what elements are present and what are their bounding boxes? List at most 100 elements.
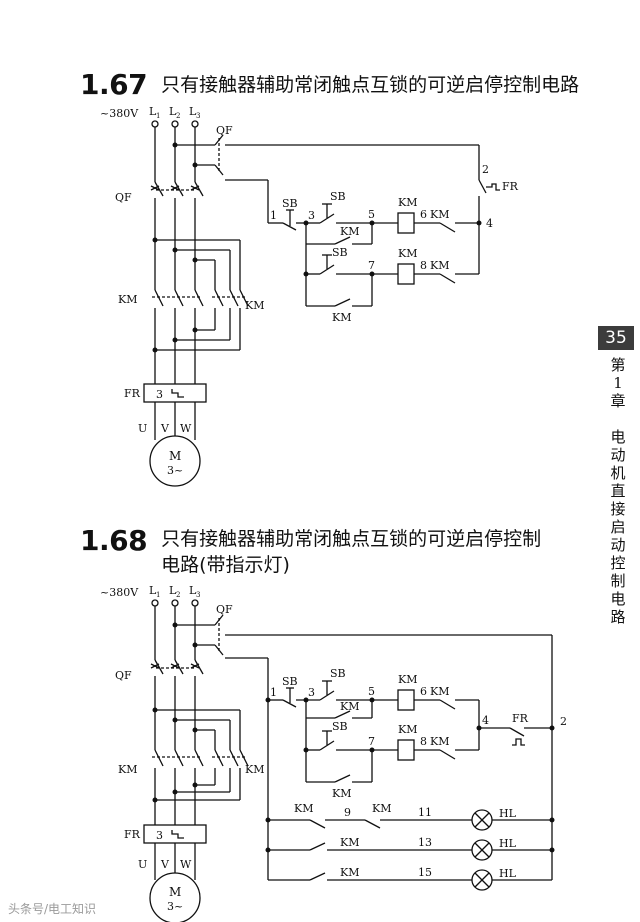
v-terminal-label: V: [160, 858, 170, 871]
node-8: 8: [420, 259, 427, 272]
line-l3-label: L: [189, 105, 197, 118]
section-title: 只有接触器辅助常闭触点互锁的可逆启停控制电路: [161, 74, 580, 96]
node-3: 3: [308, 209, 315, 222]
node-2: 2: [482, 163, 489, 176]
diagram-1-67: [143, 120, 500, 487]
control-circuit: [175, 134, 500, 307]
section-heading-1-68: 1.68 只有接触器辅助常闭触点互锁的可逆启停控制 电路(带指示灯): [80, 526, 541, 578]
lamp-rung3-km2-label: KM: [340, 866, 359, 879]
u-terminal-label: U: [138, 858, 147, 871]
node-2: 2: [560, 715, 567, 728]
node-6: 6: [420, 685, 427, 698]
sb1-label: SB: [282, 675, 298, 688]
supply-label: ~380V: [100, 586, 139, 599]
chapter-title: 电动机直接启动控制电路: [610, 428, 626, 626]
interlock-km1-label: KM: [430, 259, 449, 272]
node-4: 4: [486, 217, 493, 230]
node-11: 11: [418, 806, 432, 819]
section-heading-1-67: 1.67 只有接触器辅助常闭触点互锁的可逆启停控制电路: [80, 70, 579, 100]
sub: 2: [176, 591, 180, 599]
holding-km1-label: KM: [340, 225, 359, 238]
node-5: 5: [368, 685, 375, 698]
motor-label: M: [169, 449, 181, 463]
km1-main-label: KM: [118, 763, 137, 776]
node-7: 7: [368, 259, 375, 272]
labels-diagram-2: ~380V L L L 1 2 3 QF QF KM KM FR 3 U V W…: [100, 584, 567, 913]
line-l2-label: L: [169, 105, 177, 118]
sb1-label: SB: [282, 197, 298, 210]
motor-sub-label: 3~: [167, 464, 183, 477]
sb2-label: SB: [330, 667, 346, 680]
sb2-label: SB: [330, 190, 346, 203]
sb3-label: SB: [332, 720, 348, 733]
node-7: 7: [368, 735, 375, 748]
fr-label: FR: [124, 828, 141, 841]
lamp-rung-km2-label: KM: [372, 802, 391, 815]
lamp-hl1-label: HL: [499, 807, 517, 820]
qf1-label: QF: [115, 191, 132, 204]
sub: 1: [156, 112, 160, 120]
w-terminal-label: W: [180, 858, 192, 871]
sub: 3: [196, 591, 200, 599]
main-power-lines: [143, 599, 249, 922]
chapter-sidebar: 第1章 电动机直接启动控制电路: [608, 356, 628, 626]
junction-dots: [152, 622, 555, 853]
junction-dots: [152, 142, 482, 353]
holding-km2-label: KM: [332, 311, 351, 324]
node-15: 15: [418, 866, 432, 879]
km2-main-label: KM: [245, 299, 264, 312]
node-1: 1: [270, 686, 277, 699]
node-6: 6: [420, 208, 427, 221]
node-8: 8: [420, 735, 427, 748]
fr-poles-label: 3: [156, 388, 163, 401]
interlock-km2-label: KM: [430, 208, 449, 221]
node-3: 3: [308, 686, 315, 699]
coil-km1-label: KM: [398, 673, 417, 686]
fr-poles-label: 3: [156, 829, 163, 842]
coil-km1-label: KM: [398, 196, 417, 209]
node-9: 9: [344, 806, 351, 819]
section-title-line2: 电路(带指示灯): [161, 554, 290, 576]
motor-sub-label: 3~: [167, 900, 183, 913]
node-13: 13: [418, 836, 432, 849]
supply-label: ~380V: [100, 107, 139, 120]
qf2-label: QF: [216, 124, 233, 137]
w-terminal-label: W: [180, 422, 192, 435]
sub: 1: [156, 591, 160, 599]
interlock-km1-label: KM: [430, 735, 449, 748]
lamp-rung2-km1-label: KM: [340, 836, 359, 849]
coil-km2-label: KM: [398, 723, 417, 736]
node-1: 1: [270, 209, 277, 222]
holding-km1-label: KM: [340, 700, 359, 713]
watermark: 头条号/电工知识: [8, 902, 97, 916]
qf1-label: QF: [115, 669, 132, 682]
line-l3-label: L: [189, 584, 197, 597]
line-l2-label: L: [169, 584, 177, 597]
diagram-1-68: [143, 599, 555, 922]
qf2-label: QF: [216, 603, 233, 616]
sub: 2: [176, 112, 180, 120]
node-5: 5: [368, 208, 375, 221]
sb3-label: SB: [332, 246, 348, 259]
sub: 3: [196, 112, 200, 120]
fr-label: FR: [124, 387, 141, 400]
section-number: 1.68: [80, 524, 148, 557]
node-4: 4: [482, 714, 489, 727]
control-circuit: [175, 614, 553, 891]
lamp-rung-km1-label: KM: [294, 802, 313, 815]
chapter-label: 第1章: [610, 356, 626, 410]
interlock-km2-label: KM: [430, 685, 449, 698]
lamp-hl2-label: HL: [499, 837, 517, 850]
km1-main-label: KM: [118, 293, 137, 306]
u-terminal-label: U: [138, 422, 147, 435]
km2-main-label: KM: [245, 763, 264, 776]
lamp-hl3-label: HL: [499, 867, 517, 880]
motor-label: M: [169, 885, 181, 899]
labels-diagram-1: ~380V L L L 1 2 3 QF QF KM KM FR 3 U V W…: [100, 105, 519, 477]
page-number-tab: 35: [598, 326, 634, 350]
holding-km2-label: KM: [332, 787, 351, 800]
line-l1-label: L: [149, 584, 157, 597]
line-l1-label: L: [149, 105, 157, 118]
section-title-line1: 只有接触器辅助常闭触点互锁的可逆启停控制: [161, 528, 542, 550]
